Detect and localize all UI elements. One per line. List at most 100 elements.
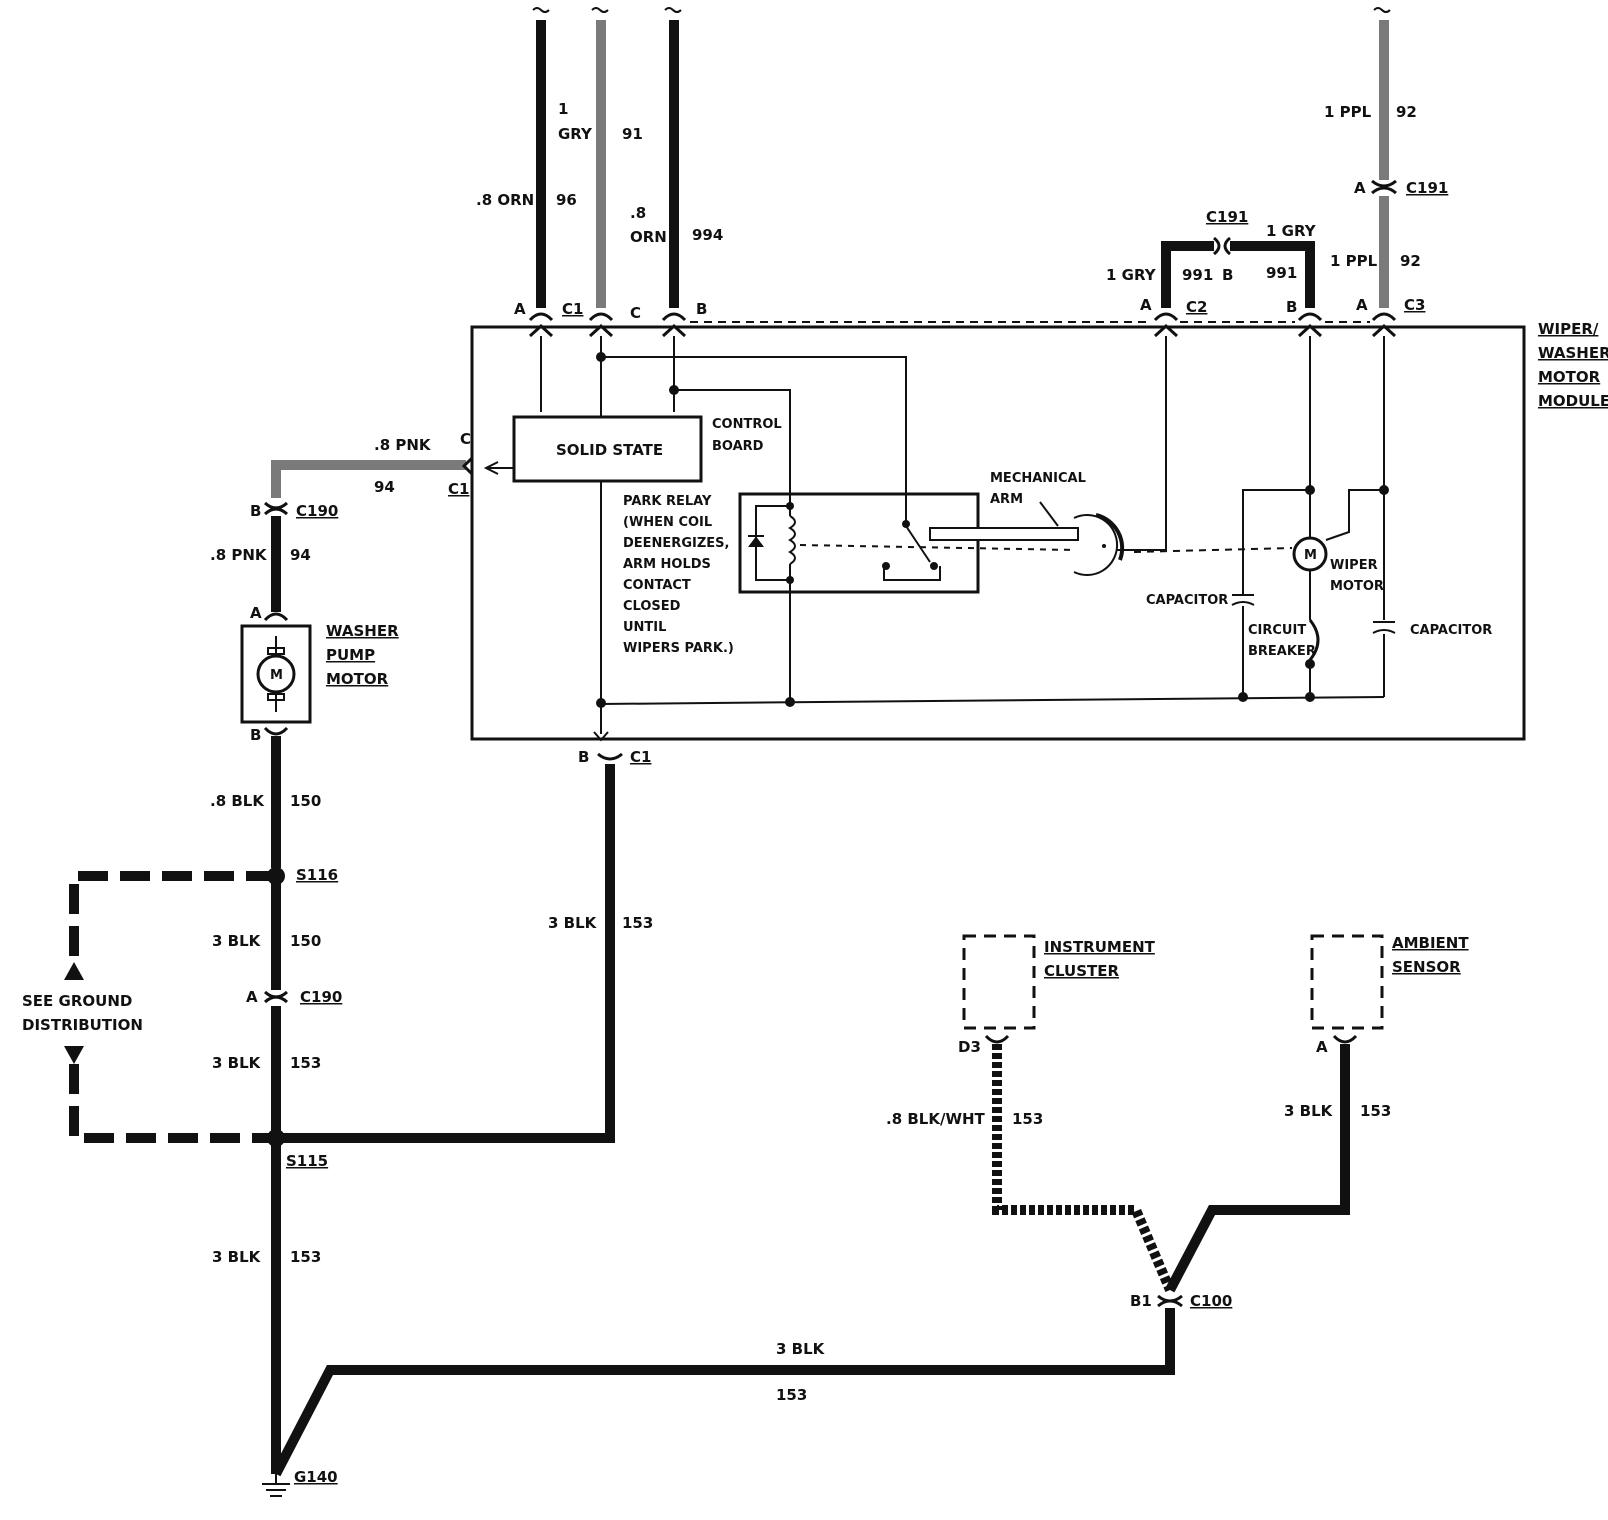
control-board-label: CONTROL	[712, 417, 782, 432]
connector-c1-pnk-label: C1	[448, 480, 469, 498]
module-top-connectors	[528, 312, 1397, 338]
see-ground-label: SEE GROUND	[22, 992, 132, 1010]
washer-pump-circuit: M .8 PNK 94 C C1 B C190 .8 PNK 94 A B WA…	[210, 430, 474, 868]
wire-96-size: .8 ORN	[476, 191, 534, 209]
break-symbol	[591, 7, 609, 13]
cam-wheel-edge	[1095, 513, 1125, 561]
mechanical-arm-label: ARM	[990, 492, 1023, 507]
park-relay-label: WIPERS PARK.)	[623, 641, 734, 656]
connector-c191-left-symbol	[1213, 236, 1231, 256]
wire-ambient-circuit: 153	[1360, 1102, 1391, 1120]
relay-coil	[748, 505, 1076, 585]
internal-wire	[1325, 489, 1384, 541]
contact-dot	[882, 562, 890, 570]
park-relay-box	[738, 492, 980, 594]
pin-label: A	[250, 604, 262, 622]
pin-label: B	[250, 502, 261, 520]
connector-pin-symbol	[661, 312, 687, 322]
pin-label: A	[514, 300, 526, 318]
washer-pump-label: WASHER	[326, 622, 399, 640]
wire-153-circuit: 153	[290, 1054, 321, 1072]
cam-wheel	[1073, 514, 1118, 576]
module-title: WIPER/	[1538, 320, 1599, 338]
relay-contact-wire	[883, 566, 941, 581]
pnk-circuit-label: 94	[374, 478, 395, 496]
contact-dot	[930, 562, 938, 570]
wire-153-size: 3 BLK	[212, 1248, 262, 1266]
connector-pin-symbol	[588, 312, 614, 322]
wire-153-s115-to-module	[276, 764, 615, 1143]
see-ground-label: DISTRIBUTION	[22, 1016, 143, 1034]
wire-153-size: 3 BLK	[548, 914, 598, 932]
connector-pin-symbol	[1297, 312, 1323, 322]
washer-pump-label: PUMP	[326, 646, 375, 664]
break-symbol	[532, 7, 550, 13]
park-relay-label: DEENERGIZES,	[623, 536, 729, 551]
wiper-washer-module: SOLID STATE M	[470, 320, 1608, 741]
wire-92-size: 1 PPL	[1324, 103, 1372, 121]
wire-153-size: 3 BLK	[776, 1340, 826, 1358]
junction-dot	[1305, 659, 1315, 669]
cam-pivot	[1102, 544, 1106, 548]
wire-153-circuit: 153	[622, 914, 653, 932]
see-ground-dashed-bottom	[69, 1064, 276, 1143]
pnk-circuit-label: 94	[290, 546, 311, 564]
wire-991-size: 1 GRY	[1106, 266, 1157, 284]
wire-994-size: ORN	[630, 228, 667, 246]
connector-pin-symbol	[984, 1034, 1010, 1044]
park-relay-label: CLOSED	[623, 599, 681, 614]
diode-icon	[748, 536, 764, 547]
connector-pin-symbol	[1153, 312, 1179, 322]
connector-c100-label: C100	[1190, 1292, 1232, 1310]
wiper-motor-label: MOTOR	[1330, 579, 1384, 594]
module-title: WASHER	[1538, 344, 1608, 362]
wire-153-circuit: 153	[290, 1248, 321, 1266]
instrument-cluster-label: CLUSTER	[1044, 962, 1119, 980]
blk-size-label: .8 BLK	[210, 792, 265, 810]
junction-dot	[786, 576, 794, 584]
wire-96-circuit: 96	[556, 191, 577, 209]
pin-label: B1	[1130, 1292, 1152, 1310]
connector-pin-symbol	[1332, 1034, 1358, 1044]
wiper-motor-m: M	[1304, 548, 1317, 563]
connector-c190-b-label: C190	[296, 502, 338, 520]
park-relay-label: (WHEN COIL	[623, 515, 712, 530]
wire-blk-wht-size: .8 BLK/WHT	[886, 1110, 986, 1128]
splice-s116-dot	[267, 867, 285, 885]
pnk-size-label: .8 PNK	[374, 436, 432, 454]
connector-c1-label: C1	[562, 300, 583, 318]
pin-label: A	[1140, 296, 1152, 314]
ground-circuit: S116 S115 G140 SEE GROUND DISTRIBUTION 3…	[22, 731, 1175, 1497]
ground-bus	[600, 696, 1385, 705]
relay-coil-wire	[755, 505, 790, 581]
wiper-motor-label: WIPER	[1330, 558, 1378, 573]
arrow-down-icon	[64, 1046, 84, 1064]
internal-wire	[1116, 336, 1167, 551]
circuit-breaker-label: BREAKER	[1248, 644, 1316, 659]
connector-c191-label: C191	[1206, 208, 1248, 226]
wire-91-size: GRY	[558, 125, 593, 143]
washer-pump-motor-m: M	[270, 668, 283, 683]
capacitor-right-label: CAPACITOR	[1410, 623, 1492, 638]
control-board-label: BOARD	[712, 439, 764, 454]
connector-c3-label: C3	[1404, 296, 1425, 314]
internal-wire	[601, 356, 907, 526]
wire-150-circuit: 150	[290, 932, 321, 950]
wire-153-circuit: 153	[776, 1386, 807, 1404]
pin-label: B	[696, 300, 707, 318]
junction-dot	[669, 385, 679, 395]
wire-blk-wht-circuit: 153	[1012, 1110, 1043, 1128]
connector-pin-symbol	[597, 752, 623, 761]
ambient-sensor-box	[1310, 934, 1384, 1030]
capacitor-left-label: CAPACITOR	[1146, 593, 1228, 608]
wire-92-size: 1 PPL	[1330, 252, 1378, 270]
wire-991-right	[1230, 241, 1315, 308]
ambient-sensor-label: AMBIENT	[1392, 934, 1469, 952]
pin-label: B	[578, 748, 589, 766]
park-relay-label: ARM HOLDS	[623, 557, 711, 572]
wire-991-size: 1 GRY	[1266, 222, 1317, 240]
connector-c190-symbol	[263, 501, 289, 516]
wire-94-pnk	[271, 460, 466, 498]
instrument-cluster-box	[962, 934, 1036, 1030]
park-relay-label: CONTACT	[623, 578, 691, 593]
